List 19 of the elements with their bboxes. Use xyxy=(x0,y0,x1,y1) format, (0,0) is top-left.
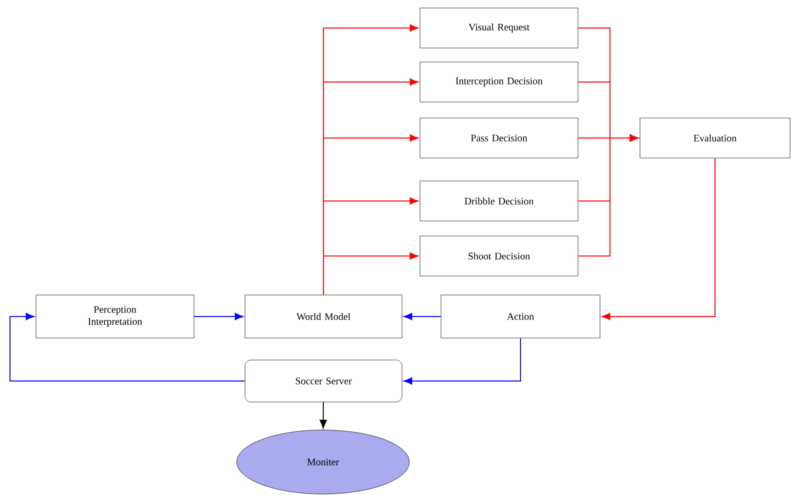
process-box: Evaluation xyxy=(640,118,790,158)
ellipse-node: Moniter xyxy=(236,430,410,494)
process-box: Pass Decision xyxy=(420,118,578,158)
process-box: World Model xyxy=(244,294,402,338)
arrow xyxy=(602,158,716,320)
arrow xyxy=(323,252,418,296)
process-box: Perception Interpretation xyxy=(36,294,194,338)
arrow xyxy=(320,402,327,428)
process-box: Visual Request xyxy=(420,8,578,48)
arrow xyxy=(404,338,521,385)
arrow xyxy=(194,312,244,320)
process-box: Dribble Decision xyxy=(420,180,578,222)
arrow xyxy=(10,312,246,382)
rounded-box: Soccer Server xyxy=(244,360,402,402)
process-box: Interception Decision xyxy=(420,62,578,102)
arrow xyxy=(578,134,638,256)
process-box: Action xyxy=(440,294,600,338)
process-box: Shoot Decision xyxy=(420,236,578,276)
arrow xyxy=(404,312,442,320)
